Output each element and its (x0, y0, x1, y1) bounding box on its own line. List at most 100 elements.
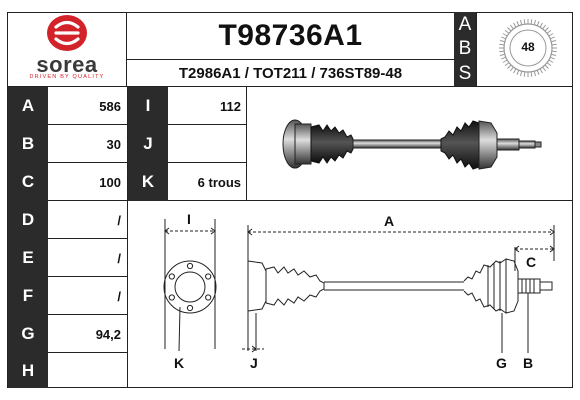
abs-tooth (502, 33, 508, 37)
spec-letter-i: I (128, 87, 168, 125)
flange-hole (186, 304, 194, 312)
spec-value-b: 30 (106, 136, 121, 152)
abs-tooth (548, 33, 554, 37)
abs-tooth (546, 62, 552, 67)
abs-tooth (520, 71, 523, 77)
diagram-label-g: G (496, 355, 507, 371)
technical-drawing: I K A C J (128, 201, 573, 388)
abs-tooth (548, 59, 554, 63)
spec-value-k: 6 trous (197, 174, 241, 190)
diagram-label-i: I (187, 211, 191, 227)
spec-letter-j: J (128, 125, 168, 163)
abs-tooth (504, 29, 510, 34)
brand-tagline: DRIVEN BY QUALITY (29, 74, 105, 80)
abs-tooth (502, 59, 508, 63)
spec-value-g: 94,2 (95, 326, 121, 342)
header-divider (7, 86, 573, 87)
flange-hole (205, 273, 212, 280)
abs-teeth-count: 48 (521, 40, 535, 54)
abs-badge: A B S (454, 12, 476, 86)
spec-letter-b: B (8, 125, 48, 163)
row-divider (7, 276, 127, 277)
abs-tooth (551, 53, 557, 56)
abs-tooth (501, 36, 507, 40)
abs-tooth (551, 40, 557, 43)
abs-letter-b: B (458, 38, 472, 60)
diagram-label-c: C (526, 254, 536, 270)
abs-tooth (542, 66, 547, 72)
abs-tooth (551, 50, 557, 53)
abs-tooth (513, 68, 517, 74)
spec-value-f: / (117, 288, 121, 304)
abs-letter-a: A (458, 13, 472, 35)
spec-value-i: 112 (220, 98, 241, 114)
table-divider (246, 86, 247, 200)
abs-tooth (516, 69, 520, 75)
abs-tooth (523, 19, 526, 25)
spec-value-a: 586 (99, 98, 121, 114)
spec-letter-h: H (8, 353, 48, 388)
spec-letter-c: C (8, 163, 48, 201)
abs-tooth (509, 66, 514, 72)
row-divider (7, 124, 246, 125)
abs-tooth (539, 22, 543, 28)
drive-shaft-photo-icon (282, 119, 542, 170)
abs-tooth (499, 40, 505, 43)
abs-tooth (546, 29, 552, 34)
spec-value-d: / (117, 212, 121, 228)
product-photo (247, 87, 573, 200)
abs-tooth (499, 53, 505, 56)
diagram-label-k: K (174, 355, 184, 371)
abs-tooth (501, 56, 507, 60)
abs-tooth (530, 19, 533, 25)
flange-hole (205, 294, 212, 301)
spec-value-e: / (117, 250, 121, 266)
spec-letter-g: G (8, 315, 48, 353)
abs-tooth (536, 21, 540, 27)
abs-tooth (523, 71, 526, 77)
abs-letter-s: S (458, 63, 472, 85)
row-divider (7, 238, 127, 239)
abs-tooth (533, 71, 536, 77)
spec-letter-k: K (128, 163, 168, 201)
diagram-label-j: J (250, 355, 258, 371)
diagram-label-a: A (384, 213, 394, 229)
spec-letter-d: D (8, 201, 48, 239)
flange-hole (168, 273, 175, 280)
drive-shaft-diagram-icon: I K A C J (163, 211, 555, 371)
abs-tooth (539, 68, 543, 74)
abs-tooth (536, 69, 540, 75)
flange-hole (168, 294, 175, 301)
abs-tooth (544, 27, 549, 32)
abs-tooth (504, 62, 510, 67)
abs-tooth (507, 64, 512, 69)
diagram-label-b: B (523, 355, 533, 371)
part-number: T98736A1 (127, 12, 454, 60)
row-divider (7, 352, 127, 353)
brand-name: sorea (36, 52, 98, 77)
abs-tooth (549, 56, 555, 60)
spec-letter-e: E (8, 239, 48, 277)
flange-hole (186, 262, 194, 270)
spec-value-h (48, 353, 127, 388)
row-divider (7, 314, 127, 315)
abs-tooth (520, 19, 523, 25)
abs-tooth (544, 64, 549, 69)
sorea-logo-icon (47, 15, 87, 51)
table-divider (127, 86, 128, 388)
abs-tooth (533, 19, 536, 25)
spec-value-c: 100 (99, 174, 121, 190)
abs-tooth (551, 43, 557, 46)
spec-letter-f: F (8, 277, 48, 315)
abs-tooth (542, 24, 547, 30)
abs-ring-icon (499, 19, 557, 77)
abs-tooth (499, 50, 505, 53)
abs-tooth (549, 36, 555, 40)
abs-tooth (516, 21, 520, 27)
abs-tooth (509, 24, 514, 30)
abs-tooth (513, 22, 517, 28)
spec-value-j (168, 125, 246, 163)
brand-logo: sorea DRIVEN BY QUALITY (7, 12, 127, 86)
abs-tooth (499, 43, 505, 46)
row-divider (7, 200, 573, 201)
